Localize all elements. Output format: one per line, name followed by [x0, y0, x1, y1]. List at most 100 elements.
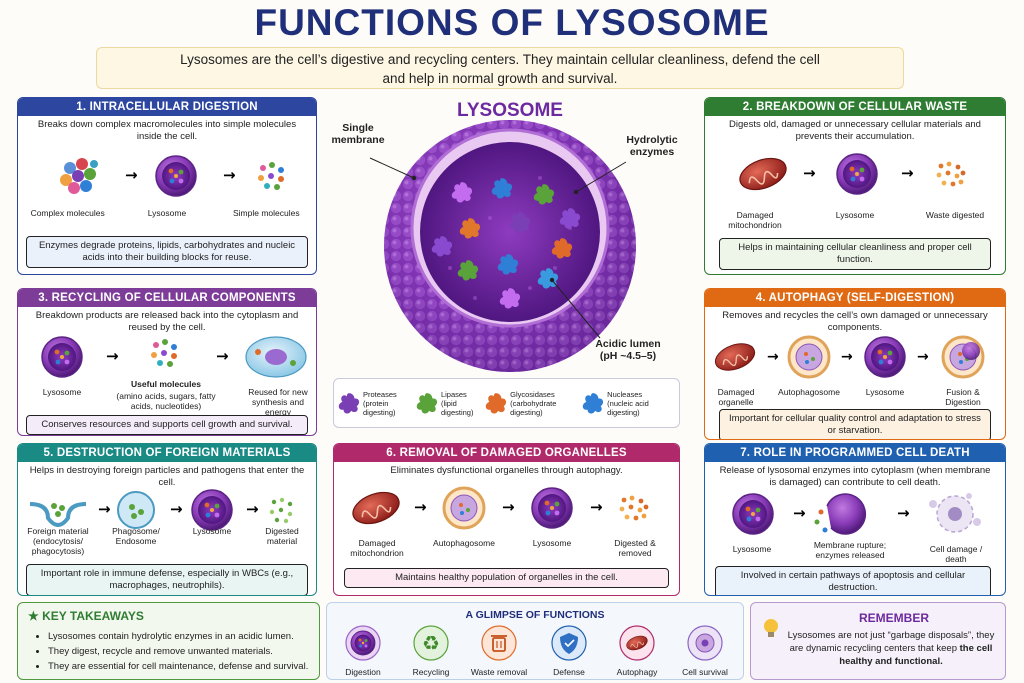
card-heading: 4. AUTOPHAGY (SELF-DIGESTION)	[705, 289, 1005, 307]
card-3-diagram: → →	[41, 336, 307, 378]
card-note: Maintains healthy population of organell…	[344, 568, 669, 588]
card-intracellular-digestion: 1. INTRACELLULAR DIGESTION Breaks down c…	[17, 97, 317, 275]
legend-sub: (lipid digesting)	[440, 398, 474, 417]
lysosome-diagram	[369, 120, 636, 372]
item-label: Autophagosome	[778, 387, 840, 397]
item-label: Lysosome	[192, 526, 232, 536]
item-label: Digested material	[265, 526, 299, 546]
fusion-icon	[941, 335, 985, 379]
item-label: Simple molecules	[233, 208, 300, 218]
card-description: Breaks down complex macromolecules into …	[37, 119, 297, 142]
svg-text:→: →	[414, 498, 427, 516]
key-takeaways: ★ KEY TAKEAWAYS Lysosomes contain hydrol…	[17, 602, 320, 680]
protease-icon	[338, 393, 360, 414]
svg-text:→: →	[170, 500, 183, 518]
waste-icon	[936, 161, 966, 187]
lysosome-icon	[155, 155, 197, 197]
page-title: FUNCTIONS OF LYSOSOME	[254, 2, 770, 43]
enzymes-label-line: Hydrolytic	[626, 134, 678, 146]
legend-item-proteases: Proteases(protein digesting)	[338, 390, 416, 417]
enzyme-legend: Proteases(protein digesting) Lipases(lip…	[333, 378, 680, 428]
glimpse-label: Digestion	[345, 667, 381, 677]
item-label: Lysosome	[865, 387, 905, 397]
svg-text:→: →	[901, 164, 914, 182]
item-label: Foreign material (endocytosis/ phagocyto…	[27, 526, 89, 556]
card-note: Important for cellular quality control a…	[719, 409, 991, 439]
remember-heading: REMEMBER	[858, 611, 929, 625]
legend-item-nucleases: Nucleases(nucleic acid digesting)	[582, 390, 675, 417]
item-label: Damaged mitochondrion	[350, 538, 404, 558]
takeaways-heading-row: ★ KEY TAKEAWAYS	[28, 609, 144, 623]
lysosome-icon	[836, 153, 878, 195]
cell-icon	[245, 336, 307, 378]
legend-sub: (protein digesting)	[363, 398, 396, 417]
card-damaged-organelles: 6. REMOVAL OF DAMAGED ORGANELLES Elimina…	[333, 443, 680, 596]
card-7-diagram: → →	[732, 493, 981, 535]
endocytosis-icon	[29, 502, 87, 527]
item-label: Lysosome	[147, 208, 187, 218]
svg-text:→: →	[223, 166, 236, 184]
item-label: Digested & removed	[614, 538, 656, 558]
legend-name: Lipases	[440, 389, 467, 399]
svg-text:→: →	[793, 504, 806, 522]
card-description: Breakdown products are released back int…	[35, 310, 299, 333]
membrane-label-line: Single	[342, 122, 374, 134]
svg-text:→: →	[590, 498, 603, 516]
svg-text:→: →	[803, 164, 816, 182]
card-heading: 1. INTRACELLULAR DIGESTION	[18, 98, 316, 116]
svg-text:→: →	[917, 349, 929, 365]
remember-bold: the cell healthy and functional.	[839, 643, 993, 667]
remember-body: Lysosomes are not just “garbage disposal…	[785, 629, 997, 668]
legend-sub: (nucleic acid digesting)	[607, 398, 649, 417]
lumen-label-line: Acidic lumen	[595, 338, 661, 350]
card-6-diagram: → → →	[347, 485, 649, 531]
autophagy-icon	[619, 625, 655, 661]
enzymes-label-line: enzymes	[629, 146, 675, 158]
card-note: Helps in maintaining cellular cleanlines…	[719, 238, 991, 270]
glimpse-heading: A GLIMPSE OF FUNCTIONS	[465, 609, 605, 621]
lysosome-icon	[41, 336, 83, 378]
card-heading: 3. RECYCLING OF CELLULAR COMPONENTS	[18, 289, 316, 307]
svg-text:♻: ♻	[422, 631, 440, 655]
glimpse-label: Cell survival	[682, 667, 728, 677]
lysosome-title: LYSOSOME	[457, 100, 563, 121]
legend-name: Glycosidases	[510, 389, 555, 399]
card-1-diagram: → →	[60, 155, 284, 197]
card-2-diagram: → →	[734, 151, 966, 197]
legend-item-glycosidases: Glycosidases(carbohydrate digesting)	[485, 390, 582, 417]
item-label: Phagosome/ Endosome	[112, 526, 160, 546]
membrane-label-line: membrane	[331, 134, 385, 146]
complex-molecules-icon	[60, 158, 98, 194]
takeaway-item: They are essential for cell maintenance,…	[48, 659, 308, 674]
card-recycling: 3. RECYCLING OF CELLULAR COMPONENTS Brea…	[17, 288, 317, 436]
glycosidase-icon	[485, 393, 507, 414]
card-description: Release of lysosomal enzymes into cytopl…	[719, 465, 991, 488]
enzymes-label: Hydrolytic enzymes	[616, 134, 688, 158]
item-label: Fusion & Digestion	[945, 387, 981, 407]
card-heading: 7. ROLE IN PROGRAMMED CELL DEATH	[705, 444, 1005, 462]
item-label: Membrane rupture; enzymes released	[813, 540, 887, 560]
useful-molecules-icon	[151, 339, 177, 367]
intro-line-2: and help in normal growth and survival.	[382, 71, 618, 86]
card-heading: 2. BREAKDOWN OF CELLULAR WASTE	[705, 98, 1005, 116]
intro-box: Lysosomes are the cell’s digestive and r…	[96, 47, 904, 89]
card-cell-death: 7. ROLE IN PROGRAMMED CELL DEATH Release…	[704, 443, 1006, 596]
card-heading: 5. DESTRUCTION OF FOREIGN MATERIALS	[18, 444, 316, 462]
legend-name: Proteases	[363, 389, 397, 399]
item-sublabel: (amino acids, sugars, fatty acids, nucle…	[116, 391, 216, 411]
lysosome-icon	[531, 487, 573, 529]
item-label: Complex molecules	[30, 208, 105, 218]
takeaways-heading: KEY TAKEAWAYS	[42, 609, 144, 623]
cell-death-icon	[929, 493, 981, 533]
glimpse-label: Recycling	[412, 667, 450, 677]
svg-text:→: →	[502, 498, 515, 516]
svg-text:→: →	[216, 347, 229, 365]
autophagosome-icon	[787, 335, 831, 379]
card-note: Involved in certain pathways of apoptosi…	[715, 566, 991, 595]
phagosome-icon	[117, 491, 155, 529]
card-note: Enzymes degrade proteins, lipids, carboh…	[26, 236, 308, 268]
glimpse-of-functions: A GLIMPSE OF FUNCTIONS ♻ Digestion Recyc…	[326, 602, 744, 680]
mitochondrion-icon	[347, 485, 405, 531]
card-cellular-waste: 2. BREAKDOWN OF CELLULAR WASTE Digests o…	[704, 97, 1006, 275]
membrane-label: Single membrane	[328, 122, 388, 146]
